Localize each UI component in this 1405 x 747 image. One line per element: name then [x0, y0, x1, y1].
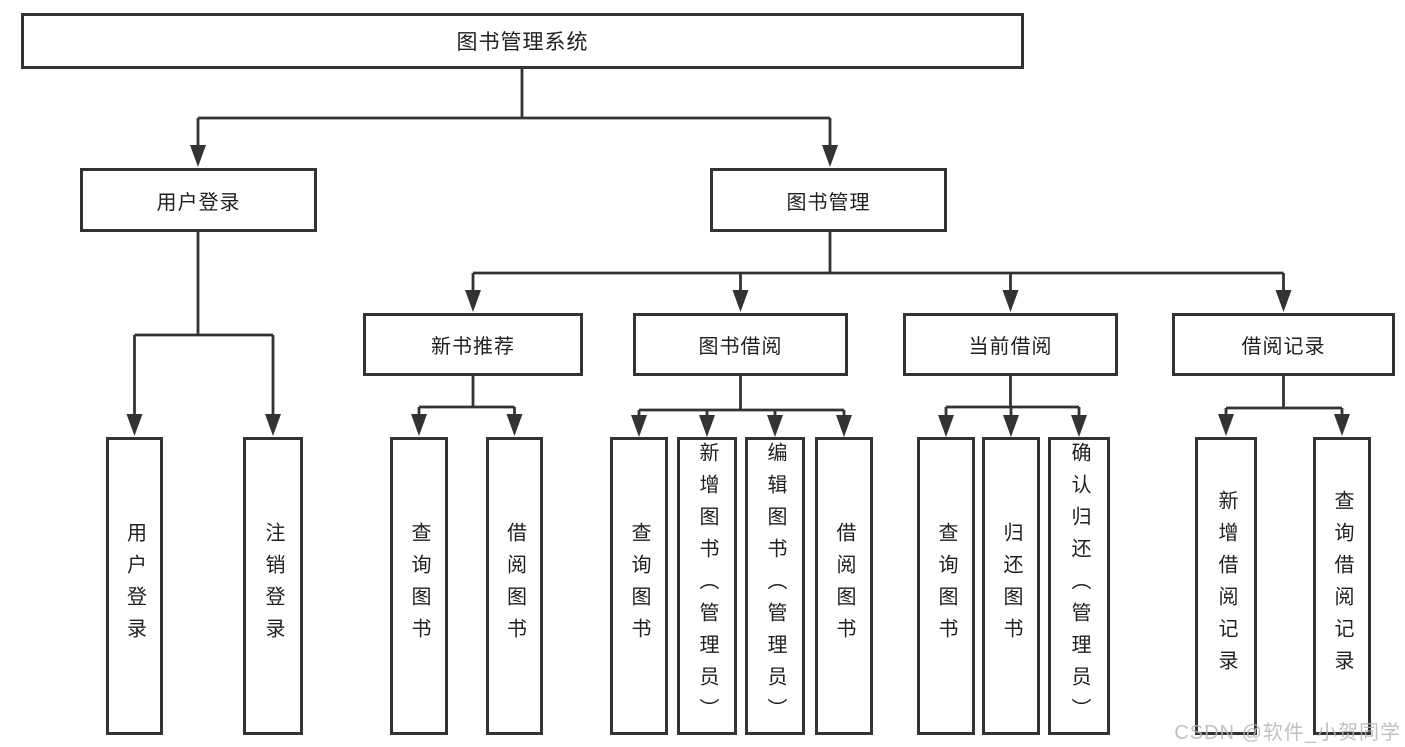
node-user-login: 用户登录 — [80, 168, 317, 232]
node-library-management-system: 图书管理系统 — [21, 13, 1024, 69]
node-label: 新书推荐 — [431, 336, 515, 358]
node-current-borrowing: 当前借阅 — [903, 313, 1118, 376]
node-label: 图书管理 — [786, 191, 871, 214]
leaf-borrow-borrow-books: 借阅图书 — [815, 437, 873, 735]
leaf-label: 查询图书 — [935, 522, 957, 650]
node-book-management: 图书管理 — [710, 168, 947, 232]
leaf-label: 查询图书 — [408, 522, 430, 650]
csdn-watermark: CSDN @软件_小贺同学 — [1174, 722, 1401, 744]
leaf-label: 借阅图书 — [503, 522, 526, 650]
leaf-label: 用户登录 — [123, 522, 146, 650]
node-new-book-recommend: 新书推荐 — [363, 313, 583, 376]
leaf-records-query-record: 查询借阅记录 — [1313, 437, 1371, 735]
leaf-label: 归还图书 — [1000, 522, 1022, 650]
leaf-records-add-record: 新增借阅记录 — [1195, 437, 1257, 735]
leaf-label: 查询图书 — [628, 522, 650, 650]
leaf-user-login: 用户登录 — [106, 437, 163, 735]
leaf-recommend-borrow-books: 借阅图书 — [486, 437, 543, 735]
node-label: 借阅记录 — [1241, 336, 1326, 358]
leaf-borrow-query-books: 查询图书 — [610, 437, 668, 735]
node-label: 图书管理系统 — [456, 31, 589, 54]
node-borrow-records: 借阅记录 — [1172, 313, 1395, 376]
leaf-label: 确认归还（管理员） — [1068, 442, 1090, 730]
leaf-current-confirm-return-admin: 确认归还（管理员） — [1048, 437, 1110, 735]
leaf-label: 借阅图书 — [833, 522, 855, 650]
node-book-borrowing: 图书借阅 — [633, 313, 848, 376]
leaf-current-query-books: 查询图书 — [917, 437, 975, 735]
leaf-label: 新增借阅记录 — [1215, 490, 1237, 682]
leaf-logout: 注销登录 — [243, 437, 303, 735]
node-label: 用户登录 — [156, 191, 241, 214]
leaf-label: 注销登录 — [262, 522, 284, 650]
node-label: 当前借阅 — [968, 336, 1053, 358]
leaf-borrow-edit-books-admin: 编辑图书（管理员） — [745, 437, 805, 735]
leaf-recommend-query-books: 查询图书 — [390, 437, 448, 735]
leaf-label: 编辑图书（管理员） — [764, 442, 786, 730]
leaf-borrow-add-books-admin: 新增图书（管理员） — [677, 437, 737, 735]
leaf-label: 查询借阅记录 — [1331, 490, 1353, 682]
leaf-current-return-books: 归还图书 — [982, 437, 1040, 735]
node-label: 图书借阅 — [698, 336, 783, 358]
leaf-label: 新增图书（管理员） — [696, 442, 718, 730]
